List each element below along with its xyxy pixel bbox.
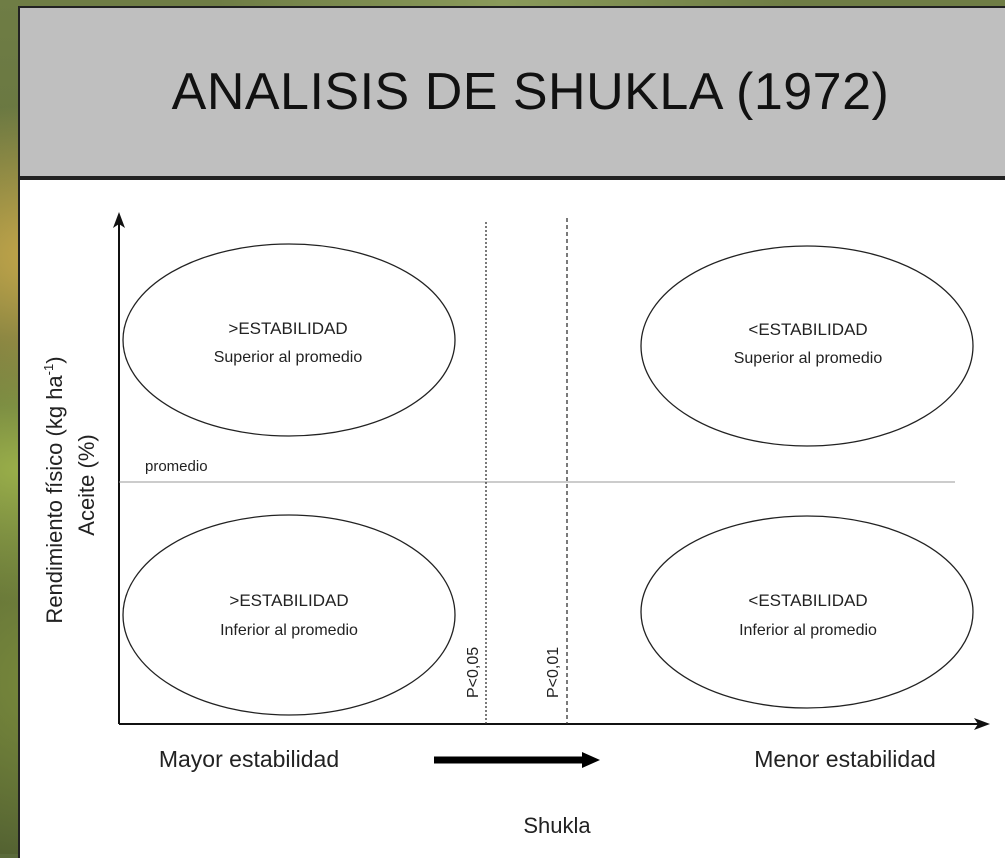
x-axis-title: Shukla	[523, 813, 591, 838]
quadrant-top-left-subtext: Superior al promedio	[214, 349, 363, 366]
quadrant-bottom-right-subtext: Inferior al promedio	[739, 622, 877, 639]
direction-arrow-head	[582, 752, 600, 768]
quadrant-ellipse-bottom-right	[640, 515, 974, 709]
mean-line-label: promedio	[145, 458, 208, 475]
x-axis-right-label: Menor estabilidad	[754, 746, 936, 772]
quadrant-ellipse-top-left	[122, 243, 456, 437]
y-axis-title-line2: Aceite (%)	[74, 434, 99, 535]
y-axis-title-line1: Rendimiento físico (kg ha-1)	[41, 356, 67, 623]
quadrant-bottom-left-heading: >ESTABILIDAD	[229, 591, 348, 610]
quadrant-top-left-heading: >ESTABILIDAD	[228, 319, 347, 338]
x-axis-arrowhead	[974, 718, 990, 730]
quadrant-ellipse-top-right	[640, 245, 974, 447]
title-banner: ANALISIS DE SHUKLA (1972)	[18, 6, 1005, 178]
threshold-label-p005: P<0,05	[465, 647, 482, 698]
quadrant-bottom-right-heading: <ESTABILIDAD	[748, 591, 867, 610]
slide-title: ANALISIS DE SHUKLA (1972)	[171, 63, 890, 121]
y-axis-arrowhead	[113, 212, 125, 228]
quadrant-top-right-heading: <ESTABILIDAD	[748, 320, 867, 339]
x-axis-left-label: Mayor estabilidad	[159, 746, 339, 772]
svg-text:Rendimiento físico (kg ha-1): Rendimiento físico (kg ha-1)	[41, 356, 67, 623]
quadrant-ellipse-bottom-left	[122, 514, 456, 716]
quadrant-top-right-subtext: Superior al promedio	[734, 350, 883, 367]
threshold-label-p001: P<0,01	[545, 647, 562, 698]
quadrant-bottom-left-subtext: Inferior al promedio	[220, 622, 358, 639]
